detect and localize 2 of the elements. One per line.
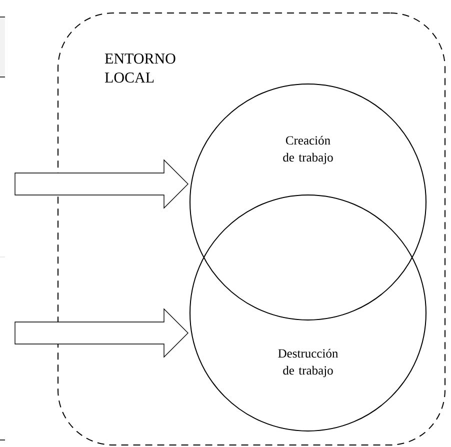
block-arrow xyxy=(14,308,188,358)
block-arrow xyxy=(14,159,188,209)
